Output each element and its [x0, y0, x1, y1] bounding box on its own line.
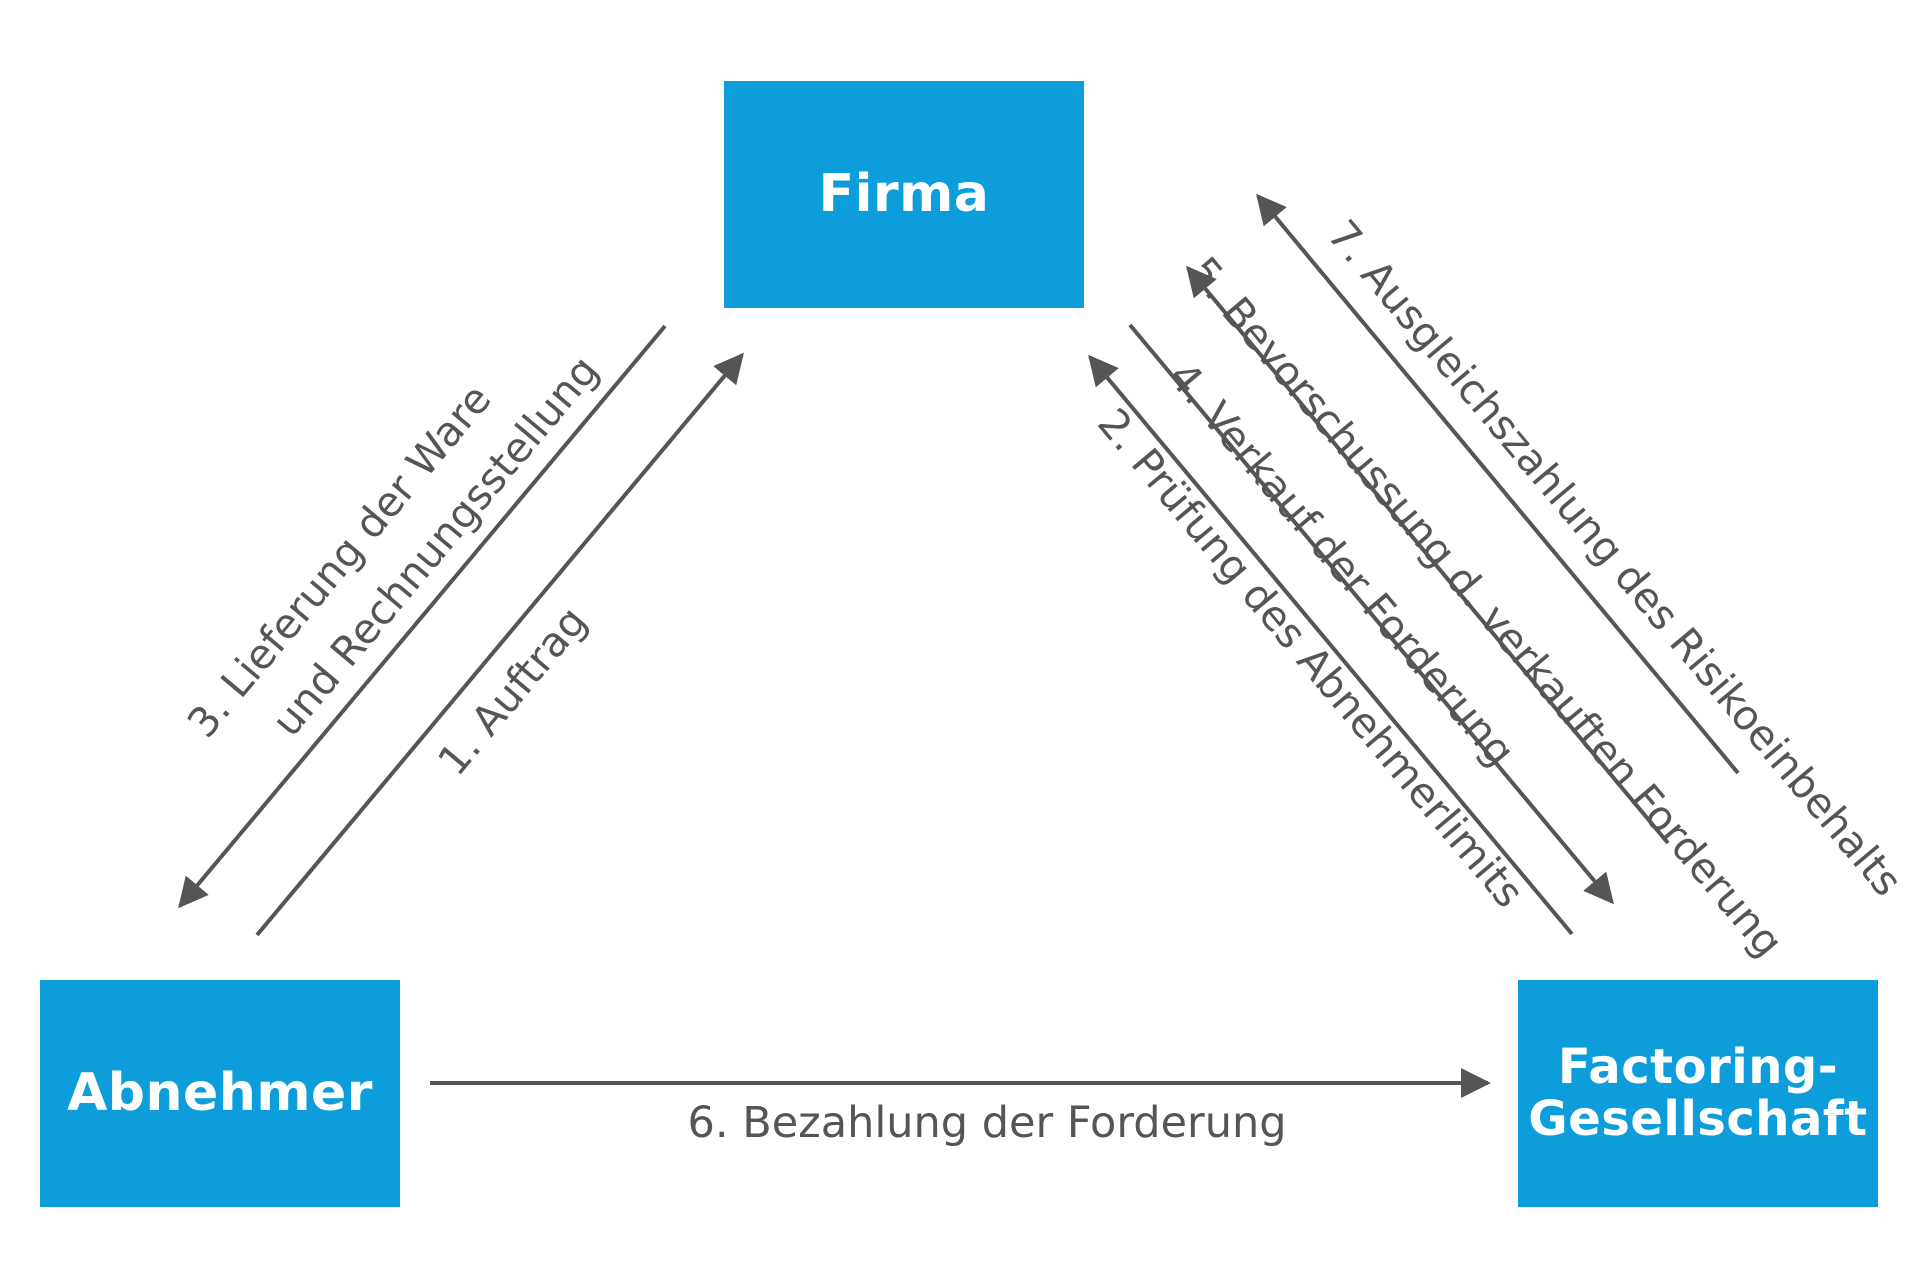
- node-abnehmer-label: Abnehmer: [67, 1063, 373, 1124]
- arrow-5-bevorschussung: [1186, 265, 1670, 845]
- node-factoring-label-line2: Gesellschaft: [1528, 1090, 1868, 1147]
- arrow-3-lieferung: [178, 324, 667, 909]
- label-3-line2: und Rechnungsstellung: [263, 347, 608, 746]
- node-firma-label: Firma: [818, 164, 990, 225]
- label-2-pruefung: 2. Prüfung des Abnehmerlimits: [1088, 399, 1533, 916]
- node-factoring-gesellschaft: Factoring- Gesellschaft: [1518, 980, 1878, 1207]
- label-6-bezahlung: 6. Bezahlung der Forderung: [688, 1098, 1287, 1148]
- node-factoring-label-line1: Factoring-: [1557, 1038, 1839, 1095]
- arrow-4-verkauf: [1128, 323, 1614, 905]
- label-1-auftrag: 1. Auftrag: [428, 597, 596, 784]
- node-abnehmer: Abnehmer: [40, 980, 400, 1207]
- arrow-2-pruefung: [1088, 354, 1574, 936]
- node-firma: Firma: [724, 81, 1084, 308]
- arrow-1-auftrag: [255, 352, 744, 937]
- arrow-7-ausgleichszahlung: [1256, 193, 1740, 775]
